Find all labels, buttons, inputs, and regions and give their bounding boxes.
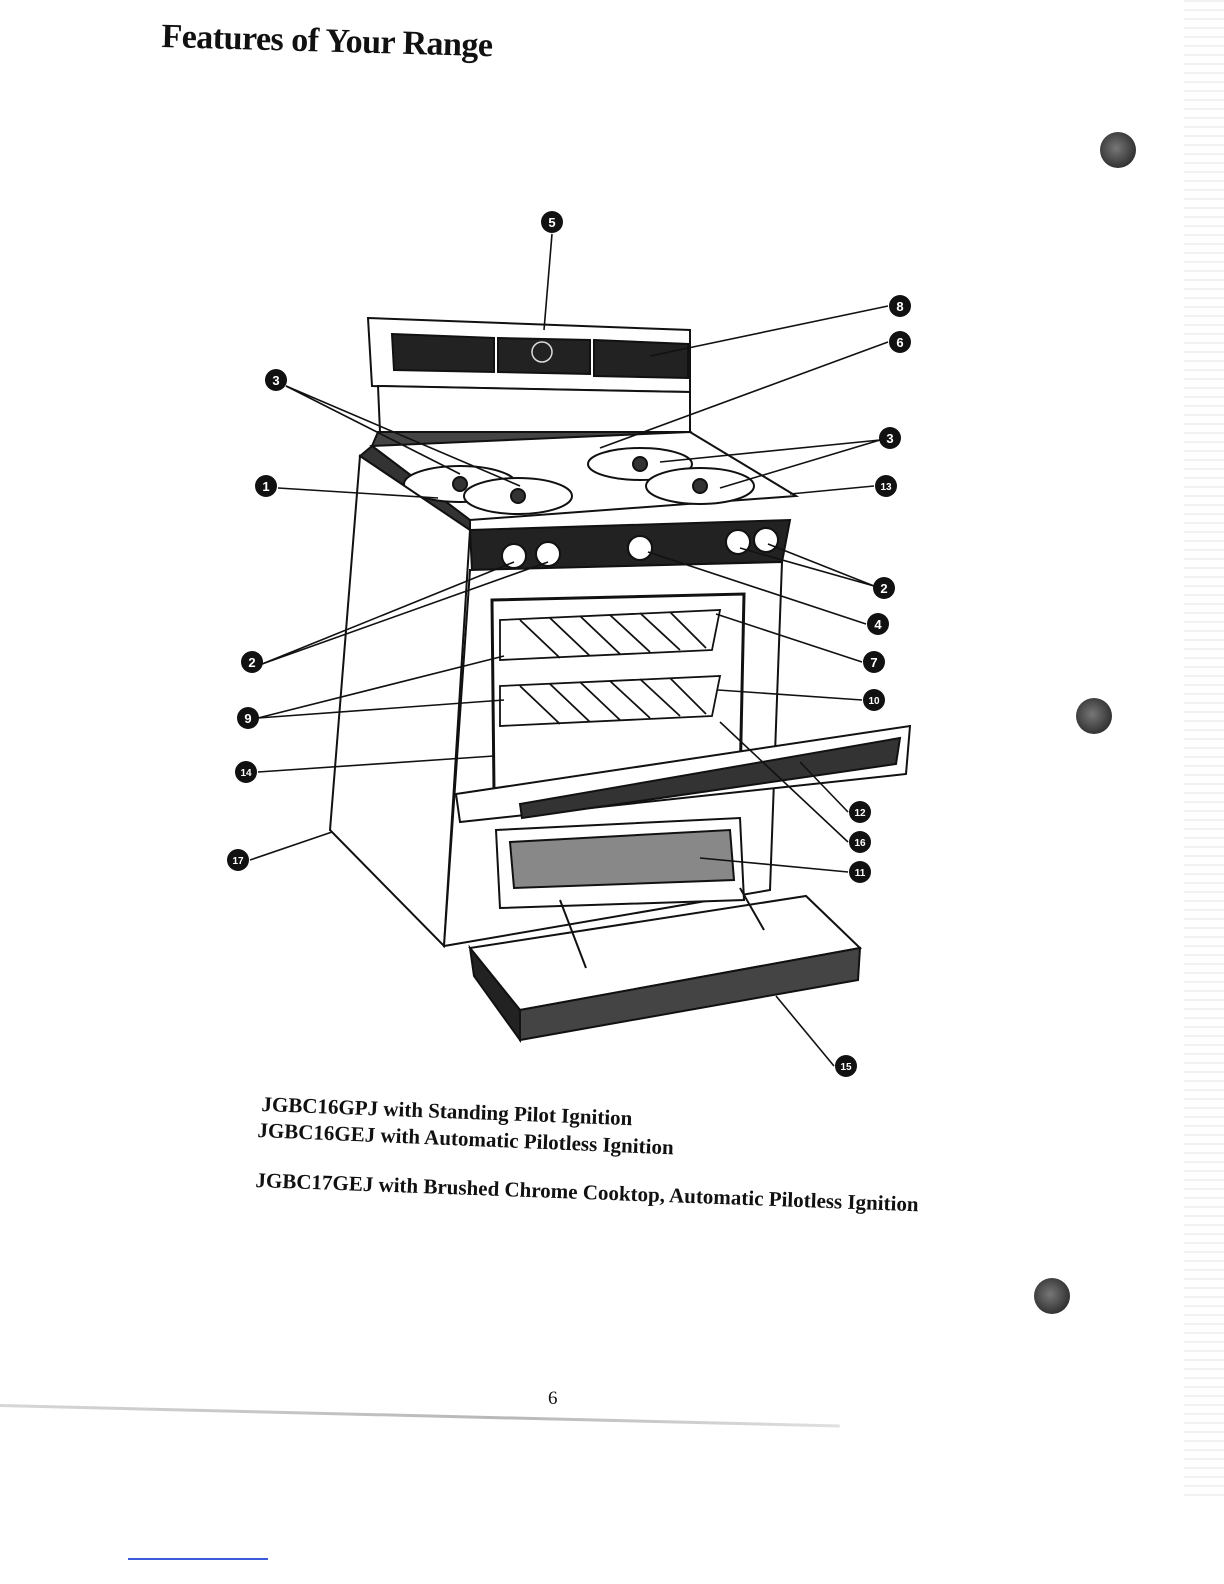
svg-text:6: 6 [896, 335, 903, 350]
callout-14: 14 [235, 761, 257, 783]
callout-18: 17 [227, 849, 249, 871]
binder-hole-middle [1076, 698, 1112, 734]
svg-text:7: 7 [870, 655, 877, 670]
callout-3: 6 [889, 331, 911, 353]
bottom-rule [128, 1558, 268, 1560]
callout-12: 10 [863, 689, 885, 711]
svg-text:5: 5 [548, 215, 555, 230]
callout-4: 3 [265, 369, 287, 391]
callout-19: 15 [835, 1055, 857, 1077]
callout-16: 16 [849, 831, 871, 853]
callout-8: 2 [873, 577, 895, 599]
callout-15: 12 [849, 801, 871, 823]
svg-text:9: 9 [244, 711, 251, 726]
svg-text:1: 1 [262, 479, 269, 494]
svg-text:2: 2 [248, 655, 255, 670]
svg-text:3: 3 [272, 373, 279, 388]
svg-text:12: 12 [854, 808, 866, 819]
svg-text:8: 8 [896, 299, 903, 314]
callout-11: 7 [863, 651, 885, 673]
svg-text:3: 3 [886, 431, 893, 446]
svg-text:11: 11 [855, 868, 866, 879]
svg-text:16: 16 [854, 838, 866, 849]
svg-text:17: 17 [232, 856, 244, 867]
svg-text:15: 15 [840, 1062, 852, 1073]
binder-hole-bottom [1034, 1278, 1070, 1314]
svg-text:13: 13 [880, 482, 892, 493]
callout-5: 3 [879, 427, 901, 449]
svg-text:10: 10 [868, 696, 880, 707]
svg-text:14: 14 [240, 768, 252, 779]
page-number: 6 [548, 1388, 558, 1410]
callout-10: 4 [867, 613, 889, 635]
callout-7: 13 [875, 475, 897, 497]
svg-text:2: 2 [880, 581, 887, 596]
binder-hole-top [1100, 132, 1136, 168]
callout-17: 11 [849, 861, 871, 883]
callout-13: 9 [237, 707, 259, 729]
scan-edge-artifact [1184, 0, 1224, 1500]
svg-text:4: 4 [874, 617, 882, 632]
callout-1: 5 [541, 211, 563, 233]
callout-9: 2 [241, 651, 263, 673]
callout-6: 1 [255, 475, 277, 497]
range-illustration [330, 318, 910, 1040]
callout-2: 8 [889, 295, 911, 317]
